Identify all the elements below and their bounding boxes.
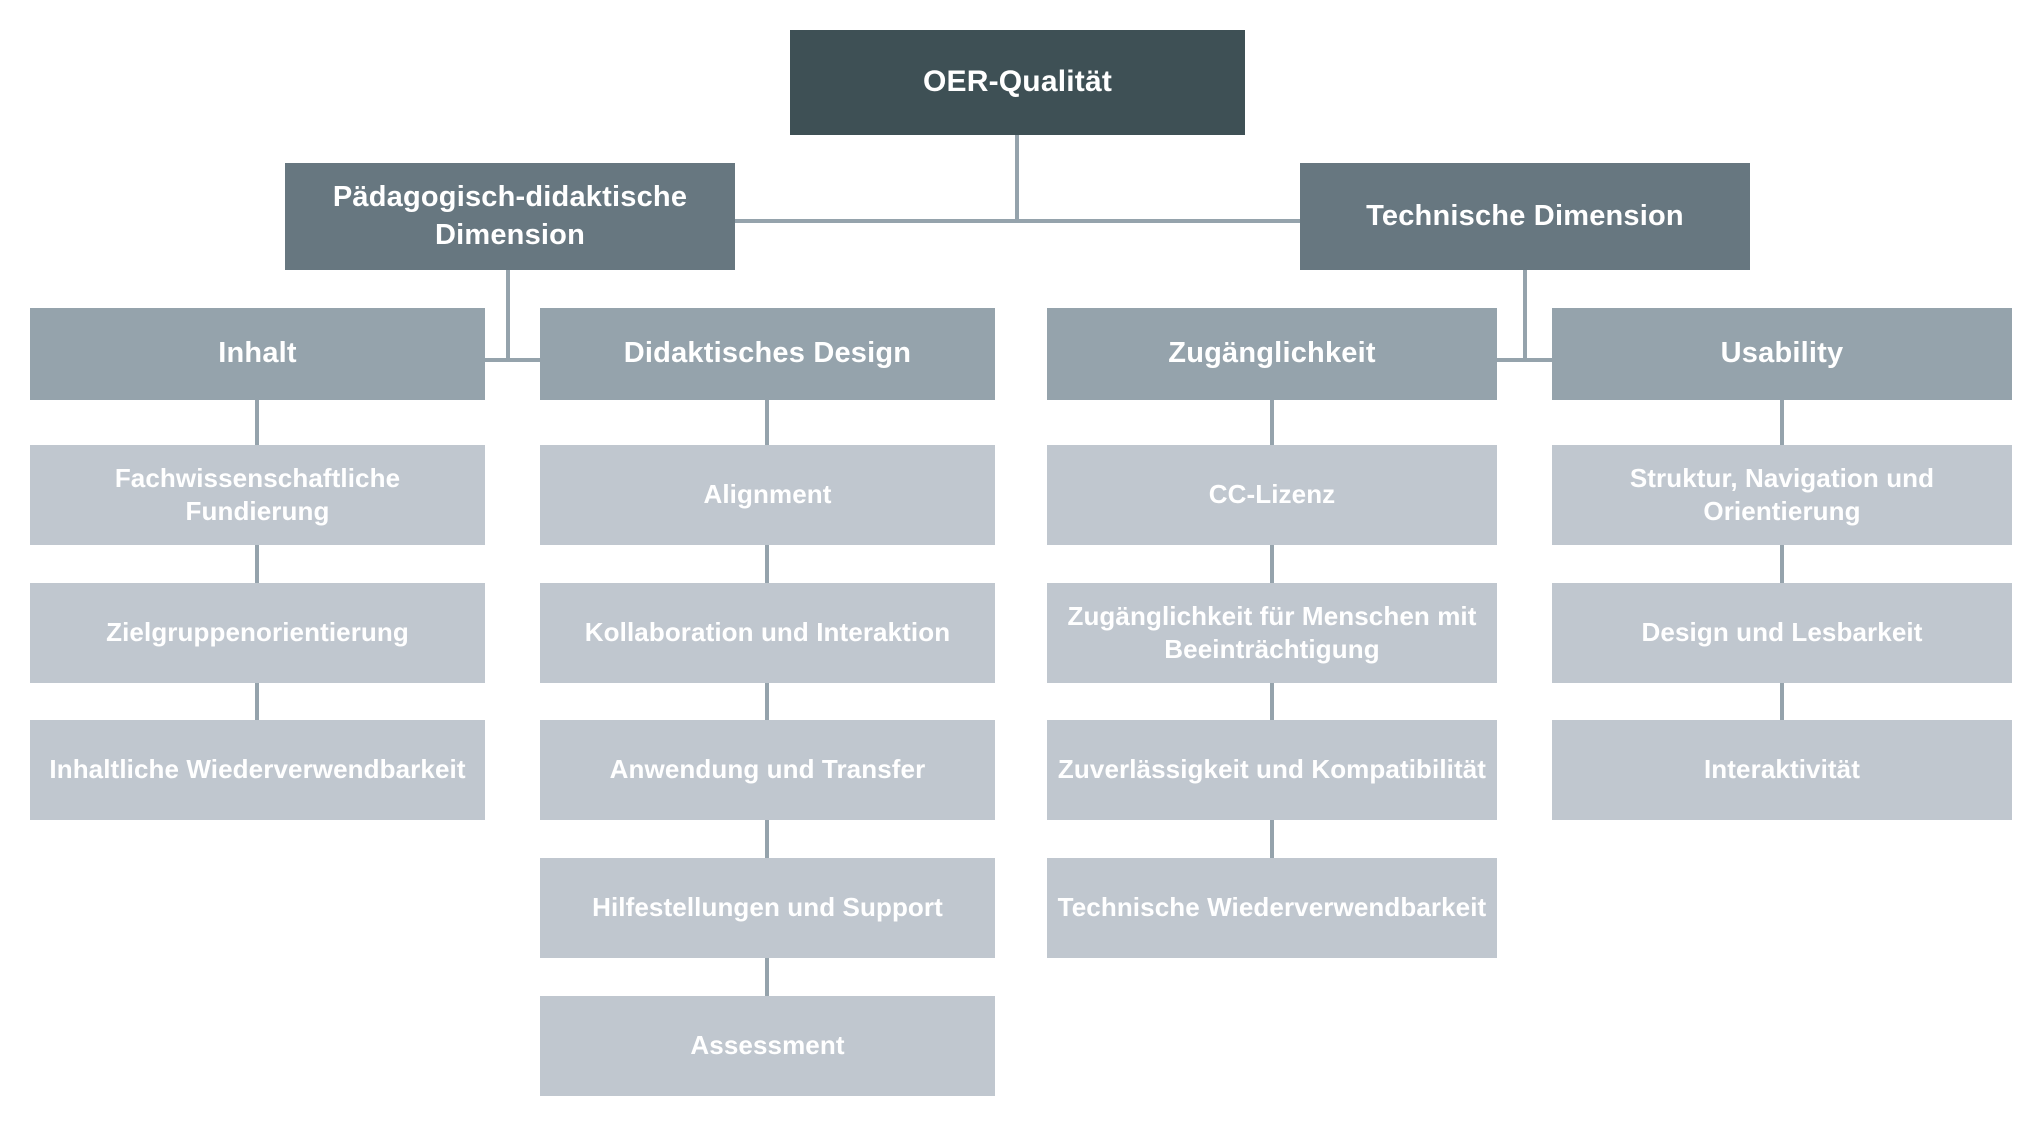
connector-col2-5: [765, 958, 769, 996]
connector-col2-2: [765, 545, 769, 583]
connector-col4-2: [1780, 545, 1784, 583]
node-dimension-technisch[interactable]: Technische Dimension: [1300, 163, 1750, 270]
connector-left-category-bus: [485, 358, 543, 362]
connector-col1-2: [255, 545, 259, 583]
node-category-inhalt[interactable]: Inhalt: [30, 308, 485, 400]
connector-right-dimension-stem: [1523, 270, 1527, 362]
connector-dimension-bus: [735, 219, 1302, 223]
node-leaf-zugaenglichkeit-fuer-menschen-mit-beeintraechtigung[interactable]: Zugänglichkeit für Menschen mit Beeinträ…: [1047, 583, 1497, 683]
node-category-usability[interactable]: Usability: [1552, 308, 2012, 400]
node-leaf-cc-lizenz[interactable]: CC-Lizenz: [1047, 445, 1497, 545]
connector-col3-4: [1270, 820, 1274, 858]
node-leaf-anwendung-und-transfer[interactable]: Anwendung und Transfer: [540, 720, 995, 820]
connector-col4-1: [1780, 400, 1784, 445]
node-leaf-interaktivitaet[interactable]: Interaktivität: [1552, 720, 2012, 820]
node-leaf-design-und-lesbarkeit[interactable]: Design und Lesbarkeit: [1552, 583, 2012, 683]
node-leaf-assessment[interactable]: Assessment: [540, 996, 995, 1096]
node-leaf-zuverlaessigkeit-und-kompatibilitaet[interactable]: Zuverlässigkeit und Kompatibilität: [1047, 720, 1497, 820]
connector-col3-1: [1270, 400, 1274, 445]
node-leaf-fachwissenschaftliche-fundierung[interactable]: Fachwissenschaftliche Fundierung: [30, 445, 485, 545]
connector-root-stem: [1015, 135, 1019, 223]
node-leaf-alignment[interactable]: Alignment: [540, 445, 995, 545]
connector-col4-3: [1780, 683, 1784, 720]
node-category-zugaenglichkeit[interactable]: Zugänglichkeit: [1047, 308, 1497, 400]
connector-col2-1: [765, 400, 769, 445]
node-leaf-inhaltliche-wiederverwendbarkeit[interactable]: Inhaltliche Wiederverwendbarkeit: [30, 720, 485, 820]
connector-right-category-bus: [1495, 358, 1555, 362]
node-root-oer-qualitaet[interactable]: OER-Qualität: [790, 30, 1245, 135]
connector-left-dimension-stem: [506, 270, 510, 362]
node-leaf-hilfestellungen-und-support[interactable]: Hilfestellungen und Support: [540, 858, 995, 958]
connector-col1-3: [255, 683, 259, 720]
connector-col2-3: [765, 683, 769, 720]
connector-col1-1: [255, 400, 259, 445]
connector-col3-3: [1270, 683, 1274, 720]
node-dimension-paedagogisch-didaktisch[interactable]: Pädagogisch-didaktische Dimension: [285, 163, 735, 270]
connector-col2-4: [765, 820, 769, 858]
node-leaf-zielgruppenorientierung[interactable]: Zielgruppenorientierung: [30, 583, 485, 683]
node-category-didaktisches-design[interactable]: Didaktisches Design: [540, 308, 995, 400]
node-leaf-technische-wiederverwendbarkeit[interactable]: Technische Wiederverwendbarkeit: [1047, 858, 1497, 958]
connector-col3-2: [1270, 545, 1274, 583]
node-leaf-kollaboration-und-interaktion[interactable]: Kollaboration und Interaktion: [540, 583, 995, 683]
node-leaf-struktur-navigation-und-orientierung[interactable]: Struktur, Navigation und Orientierung: [1552, 445, 2012, 545]
